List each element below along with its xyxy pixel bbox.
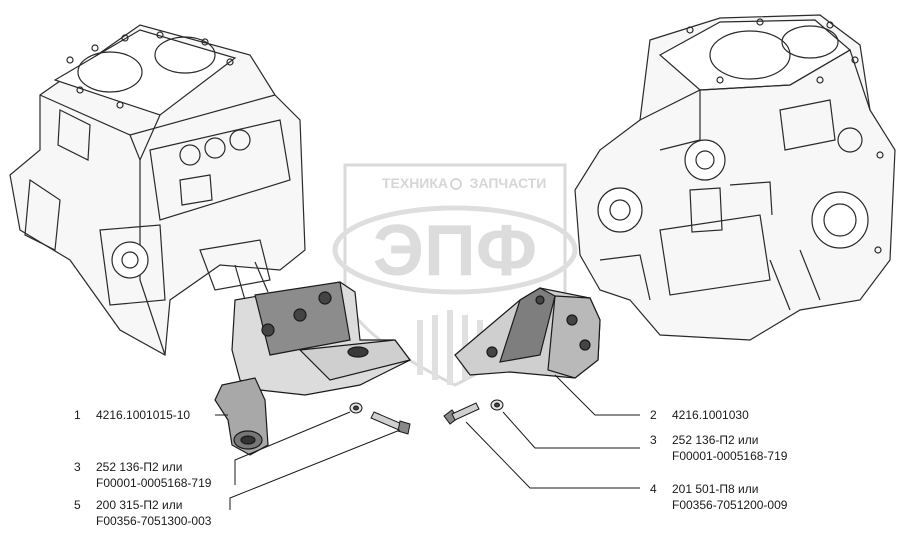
callout-part-number: 252 136-П2 или (96, 460, 183, 474)
leader-line-2 (554, 374, 640, 416)
callout-part-2: 2 4216.1001030 (650, 407, 749, 423)
bolt-right-part-4 (443, 402, 480, 425)
leader-line-5 (229, 429, 401, 510)
bolt-left-part-5 (370, 411, 411, 435)
callout-part-number: 4216.1001015-10 (96, 408, 191, 422)
washer-left-part-3 (349, 402, 363, 414)
callout-part-3-right: 3 252 136-П2 или F00001-0005168-719 (650, 432, 787, 464)
callout-part-number: 252 136-П2 или (672, 433, 759, 447)
callout-alt-part-number: F00001-0005168-719 (672, 449, 788, 463)
callout-alt-part-number: F00001-0005168-719 (96, 476, 212, 490)
callout-number: 1 (74, 408, 81, 422)
callout-part-number: 200 315-П2 или (96, 498, 183, 512)
callout-part-number: 4216.1001030 (672, 408, 749, 422)
engine-block-left (9, 24, 306, 356)
leader-line-3-right (502, 411, 640, 449)
leader-lines (215, 374, 640, 510)
callout-number: 5 (74, 498, 81, 512)
callout-number: 3 (650, 433, 657, 447)
gear-icon (450, 178, 462, 190)
washer-right-part-3 (490, 399, 504, 411)
engine-block-right (574, 14, 896, 341)
callout-part-5: 5 200 315-П2 или F00356-7051300-003 (74, 497, 211, 529)
callout-number: 4 (650, 482, 657, 496)
watermark-top-text-right: ЗАПЧАСТИ (470, 175, 547, 191)
watermark-top-text-left: ТЕХНИКА (382, 175, 448, 191)
callout-part-1: 1 4216.1001015-10 (74, 407, 190, 423)
watermark-logo-text: ЭПФ (373, 211, 537, 291)
leader-line-4 (465, 421, 640, 489)
leader-line-3-left (234, 411, 351, 485)
callout-number: 3 (74, 460, 81, 474)
callout-alt-part-number: F00356-7051300-003 (96, 514, 212, 528)
callout-part-number: 201 501-П8 или (672, 482, 759, 496)
callout-number: 2 (650, 408, 657, 422)
callout-part-3-left: 3 252 136-П2 или F00001-0005168-719 (74, 459, 211, 491)
callout-part-4: 4 201 501-П8 или F00356-7051200-009 (650, 481, 787, 513)
bracket-left-part-1 (214, 281, 412, 456)
bracket-right-part-2 (454, 287, 601, 379)
callout-alt-part-number: F00356-7051200-009 (672, 498, 788, 512)
